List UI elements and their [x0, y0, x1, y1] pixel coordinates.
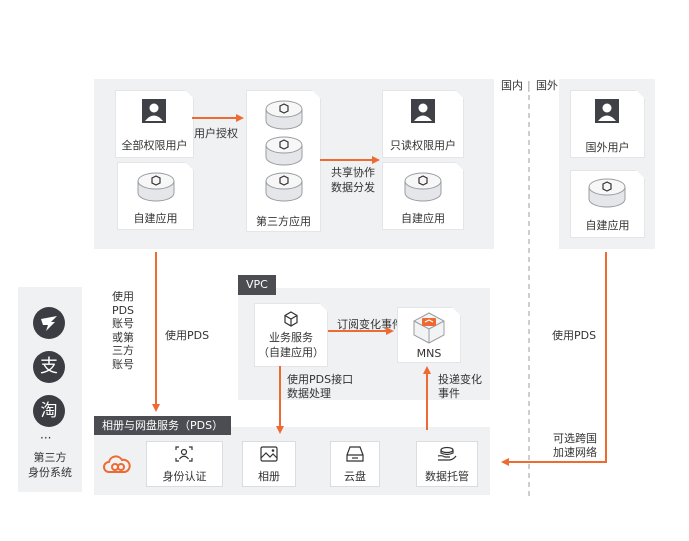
app-cylinder-icon — [587, 177, 627, 209]
third-party-app-label: 第三方应用 — [256, 215, 311, 228]
cube-icon — [283, 311, 299, 327]
self-app-left-card[interactable]: 自建应用 — [117, 162, 194, 230]
album-icon — [260, 446, 278, 462]
region-foreign-label: 国外 — [536, 79, 558, 92]
self-app-right-card[interactable]: 自建应用 — [382, 162, 464, 230]
pds-service-album[interactable]: 相册 — [242, 441, 296, 487]
identity-icon — [175, 446, 193, 462]
pds-service-identity[interactable]: 身份认证 — [146, 441, 223, 487]
use-pds-left-label: 使用PDS — [165, 329, 210, 342]
left-account-label: 使用 PDS 账号 或第 三方 账号 — [111, 290, 135, 371]
pds-service-label: 身份认证 — [162, 470, 207, 483]
stacked-app-icons — [261, 95, 307, 205]
pds-service-label: 相册 — [258, 470, 280, 483]
app-cylinder-icon — [403, 171, 443, 203]
hosting-icon — [437, 446, 457, 461]
dingtalk-icon[interactable] — [33, 307, 65, 339]
user-icon — [595, 99, 619, 123]
taobao-icon[interactable]: 淘 — [33, 395, 65, 427]
share-label: 共享协作 数据分发 — [331, 166, 375, 194]
authorize-label: 用户授权 — [194, 127, 238, 140]
mns-cube-icon — [411, 311, 447, 345]
vpc-tag: VPC — [238, 275, 276, 295]
user-icon — [142, 99, 166, 123]
pds-service-hosting[interactable]: 数据托管 — [416, 441, 478, 487]
foreign-user-card[interactable]: 国外用户 — [570, 90, 645, 158]
biz-service-label: 业务服务 （自建应用） — [258, 331, 324, 359]
use-pds-right-label: 使用PDS — [552, 329, 597, 342]
foreign-self-app-card[interactable]: 自建应用 — [570, 170, 645, 238]
drive-icon — [346, 446, 364, 462]
all-perm-user-card[interactable]: 全部权限用户 — [115, 90, 194, 158]
accelerate-label: 可选跨国 加速网络 — [553, 432, 597, 459]
self-app-left-label: 自建应用 — [133, 212, 178, 225]
use-pds-api-label: 使用PDS接口 数据处理 — [287, 373, 354, 400]
foreign-self-app-label: 自建应用 — [585, 219, 630, 232]
all-perm-user-label: 全部权限用户 — [121, 139, 188, 152]
pds-service-drive[interactable]: 云盘 — [330, 441, 380, 487]
pds-service-label: 数据托管 — [425, 470, 469, 483]
alipay-icon[interactable]: 支 — [33, 351, 65, 383]
self-app-right-label: 自建应用 — [401, 212, 445, 225]
foreign-user-label: 国外用户 — [585, 141, 630, 154]
third-party-app-card[interactable]: 第三方应用 — [246, 90, 321, 232]
app-cylinder-icon — [136, 171, 176, 203]
more-dots: ··· — [40, 431, 52, 445]
foreign-to-pds-arrow — [501, 252, 607, 466]
user-icon — [411, 99, 435, 123]
region-domestic-label: 国内 — [501, 79, 523, 92]
third-party-identity-caption: 第三方 身份系统 — [28, 451, 72, 479]
region-divider-glyph: | — [527, 79, 531, 92]
readonly-user-label: 只读权限用户 — [390, 139, 456, 152]
pds-logo-icon — [103, 455, 131, 473]
pds-service-label: 云盘 — [344, 470, 366, 483]
mns-label: MNS — [416, 347, 442, 360]
biz-service-card[interactable]: 业务服务 （自建应用） — [254, 303, 328, 367]
pds-tag: 相册与网盘服务（PDS） — [94, 416, 232, 435]
readonly-user-card[interactable]: 只读权限用户 — [382, 90, 464, 158]
mns-card[interactable]: MNS — [397, 307, 461, 363]
deliver-event-label: 投递变化 事件 — [438, 373, 482, 400]
